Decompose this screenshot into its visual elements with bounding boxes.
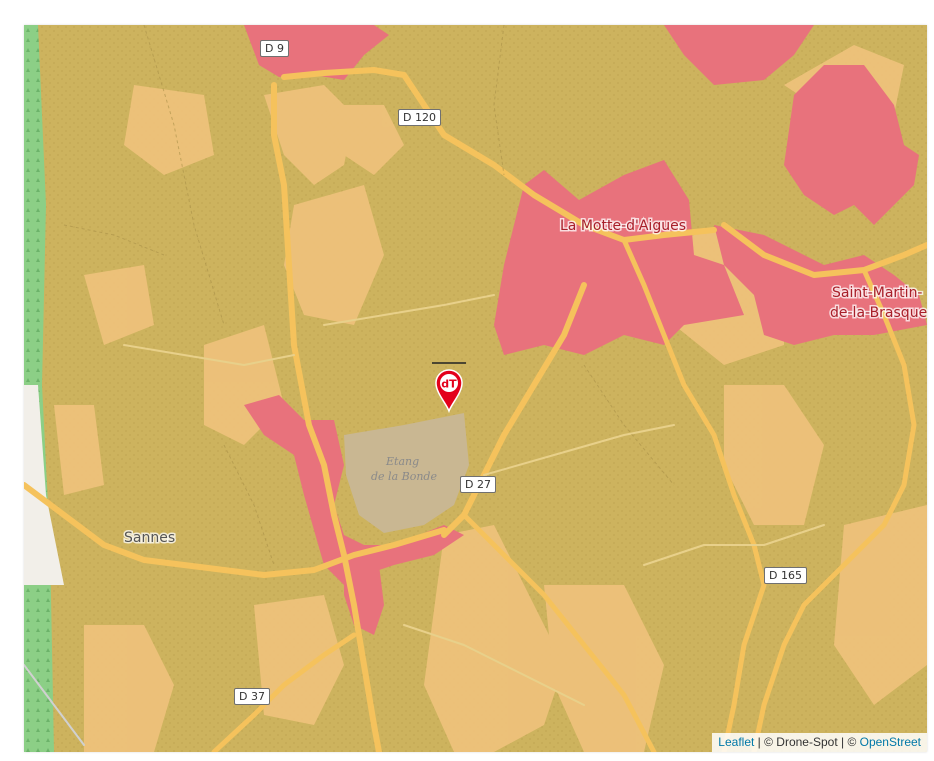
- attribution-text: | © Drone-Spot | ©: [754, 735, 860, 749]
- road-shield-d37: D 37: [234, 688, 270, 705]
- place-label-saint-martin-1: Saint-Martin-: [832, 285, 923, 301]
- urban-area-left: [24, 385, 64, 585]
- leaflet-link[interactable]: Leaflet: [718, 735, 755, 749]
- place-label-la-motte: La Motte-d'Aigues: [560, 218, 686, 234]
- marker-label: dT: [441, 378, 457, 391]
- place-label-saint-martin-2: de-la-Brasque: [830, 305, 927, 321]
- road-shield-d120: D 120: [398, 109, 441, 126]
- map-view[interactable]: La Motte-d'Aigues Saint-Martin- de-la-Br…: [24, 25, 927, 752]
- road-shield-d165: D 165: [764, 567, 807, 584]
- openstreetmap-link[interactable]: OpenStreet: [859, 735, 921, 749]
- lake-area: [344, 413, 469, 533]
- road-shield-d27: D 27: [460, 476, 496, 493]
- road-shield-d9: D 9: [260, 40, 289, 57]
- roads: [24, 67, 927, 752]
- marker-svg: dT: [432, 362, 466, 414]
- map-tiles[interactable]: La Motte-d'Aigues Saint-Martin- de-la-Br…: [24, 25, 927, 752]
- tracks: [63, 25, 675, 566]
- dt-location-pin-icon[interactable]: dT: [430, 361, 468, 414]
- place-label-sannes: Sannes: [124, 530, 175, 546]
- water-label-line2: de la Bonde: [371, 470, 437, 483]
- map-attribution: Leaflet | © Drone-Spot | © OpenStreet: [712, 733, 927, 752]
- water-label-line1: Etang: [385, 455, 419, 468]
